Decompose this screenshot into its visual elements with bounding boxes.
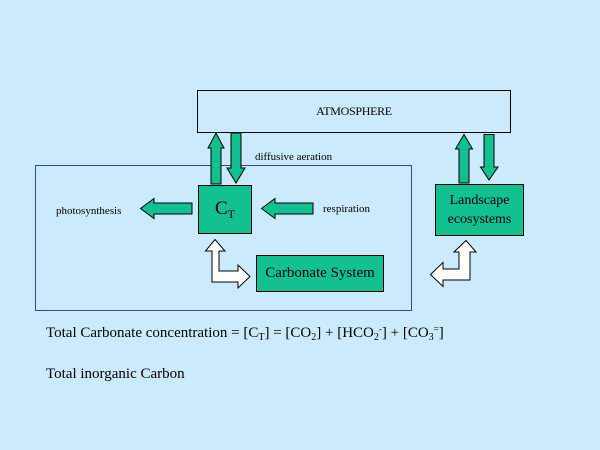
carbonate-system-label: Carbonate System [265, 265, 375, 281]
total-inorganic-carbon-note: Total inorganic Carbon [46, 366, 185, 382]
atmosphere-box: ATMOSPHERE [197, 90, 511, 133]
landscape-label-line2: ecosystems [447, 212, 512, 227]
ct-symbol: C [214, 197, 228, 219]
eq-suffix: ] [438, 325, 444, 341]
ct-subscript: T [227, 206, 236, 221]
bent-double-arrow-landscape-water [429, 239, 478, 288]
eq-co3-sub: 3 [428, 332, 434, 343]
carbonate-system-box: Carbonate System [256, 255, 384, 292]
eq-co3: ] + [CO [381, 325, 429, 341]
eq-hco: ] + [HCO [316, 325, 374, 341]
landscape-label-line1: Landscape [449, 193, 510, 208]
eq-co2-sub: 2 [311, 332, 317, 343]
respiration-label: respiration [323, 203, 371, 215]
up-arrow-landscape-to-atmosphere [454, 133, 474, 184]
left-arrow-respiration [260, 197, 314, 220]
left-arrow-photosynthesis [139, 197, 193, 220]
photosynthesis-label: photosynthesis [56, 205, 122, 217]
total-carbonate-equation: Total Carbonate concentration = [CT] = [… [46, 324, 444, 343]
atmosphere-label: ATMOSPHERE [316, 104, 392, 118]
eq-co2: ] = [CO [264, 325, 312, 341]
bent-double-arrow-ct-carbonate [204, 238, 251, 290]
eq-co3-sup: = [433, 324, 439, 334]
eq-ct-sub: T [258, 332, 265, 343]
landscape-ecosystems-box: Landscape ecosystems [435, 184, 524, 236]
down-arrow-atmosphere-to-landscape [479, 134, 499, 181]
eq-hco-sub: 2 [373, 332, 379, 343]
down-arrow-atmosphere-to-ct [226, 132, 246, 184]
ct-box: CT [198, 185, 252, 234]
water-system-boundary [35, 165, 412, 311]
diffusive-aeration-label: diffusive aeration [255, 151, 333, 163]
up-arrow-ct-to-atmosphere [207, 131, 225, 185]
eq-hco-sup: - [378, 324, 382, 334]
eq-prefix: Total Carbonate concentration = [C [46, 325, 259, 341]
